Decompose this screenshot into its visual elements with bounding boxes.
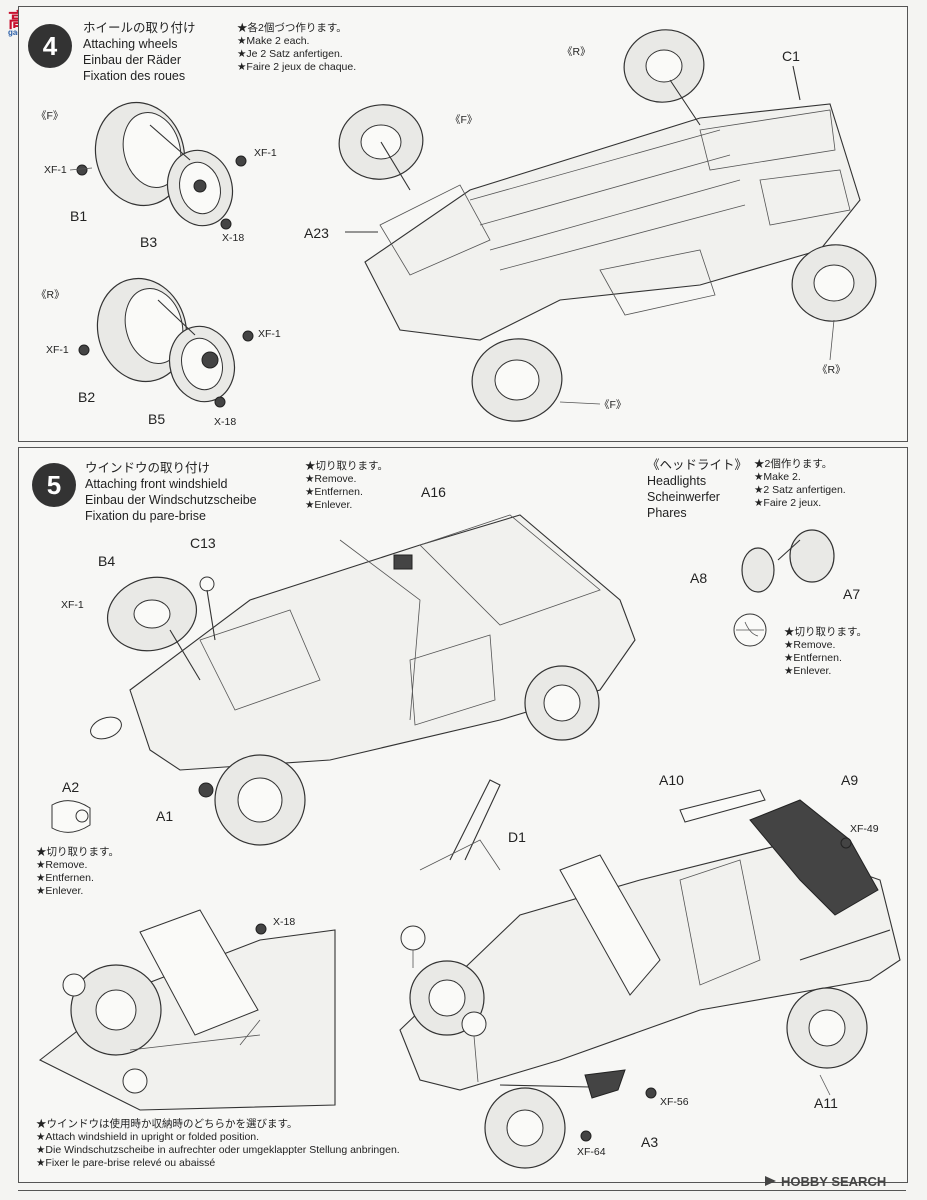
step-5-title-jp: ウインドウの取り付け xyxy=(85,461,211,475)
headlight-parts-drawing xyxy=(733,529,835,647)
step-4-note-en: ★Make 2 each. xyxy=(237,35,310,47)
step-4-title-en: Attaching wheels xyxy=(83,37,178,51)
chassis-drawing xyxy=(345,65,861,341)
headlights-note-en: ★Make 2. xyxy=(754,471,801,483)
remove-note-de: ★Entfernen. xyxy=(305,486,363,498)
a2-remove-note-de: ★Entfernen. xyxy=(36,872,94,884)
remove-note-en: ★Remove. xyxy=(305,473,357,485)
remove-note-jp: ★切り取ります。 xyxy=(305,460,388,472)
label-b4: B4 xyxy=(98,553,116,569)
label-a7: A7 xyxy=(843,586,861,602)
step-4-notes: ★各2個づつ作ります。 ★Make 2 each. ★Je 2 Satz anf… xyxy=(237,22,356,74)
hl-remove-note-jp: ★切り取ります。 xyxy=(784,626,867,638)
step-4-title-fr: Fixation des roues xyxy=(83,69,186,83)
play-triangle-icon xyxy=(765,1176,776,1186)
chassis-wheels xyxy=(338,29,877,422)
front-wheel-assembly xyxy=(69,101,247,230)
step-5-title: ウインドウの取り付け Attaching front windshield Ei… xyxy=(85,460,257,524)
headlights-title: 《ヘッドライト》 Headlights Scheinwerfer Phares xyxy=(647,457,747,521)
windshield-bottom-notes: ★ウインドウは使用時か収納時のどちらかを選びます。 ★Attach windsh… xyxy=(36,1118,400,1170)
label-xf1-rear-right: XF-1 xyxy=(258,328,281,340)
label-b2: B2 xyxy=(78,389,96,405)
bottom-divider xyxy=(18,1190,906,1191)
headlights-note-fr: ★Faire 2 jeux. xyxy=(754,497,822,509)
a2-remove-note-en: ★Remove. xyxy=(36,859,88,871)
hobby-search-watermark: HOBBY SEARCH xyxy=(764,1172,886,1190)
hl-remove-note-fr: ★Enlever. xyxy=(784,665,832,677)
label-a8: A8 xyxy=(690,570,708,586)
label-xf1-step5: XF-1 xyxy=(61,599,84,611)
label-xf1-front-left: XF-1 xyxy=(44,164,67,176)
label-xf1-front-right: XF-1 xyxy=(254,147,277,159)
vehicle-lower-left-drawing xyxy=(38,909,336,1111)
step-5-number: 5 xyxy=(32,463,76,507)
label-a10: A10 xyxy=(659,772,684,788)
step-5-title-fr: Fixation du pare-brise xyxy=(85,509,206,523)
label-c1: C1 xyxy=(782,48,800,64)
label-xf56: XF-56 xyxy=(660,1096,689,1108)
step-4-title-jp: ホイールの取り付け xyxy=(83,21,196,35)
label-a16: A16 xyxy=(421,484,446,500)
label-rear-tag-2: 《R》 xyxy=(562,46,591,58)
a2-remove-note-fr: ★Enlever. xyxy=(36,885,84,897)
label-a2: A2 xyxy=(62,779,80,795)
label-a9: A9 xyxy=(841,772,859,788)
step-4-note-fr: ★Faire 2 jeux de chaque. xyxy=(237,61,357,73)
label-b3: B3 xyxy=(140,234,158,250)
vehicle-lower-right-drawing xyxy=(399,779,901,1169)
label-a11: A11 xyxy=(814,1095,838,1111)
windshield-note-fr: ★Fixer le pare-brise relevé ou abaissé xyxy=(36,1157,216,1169)
a2-remove-notes: ★切り取ります。 ★Remove. ★Entfernen. ★Enlever. xyxy=(36,846,119,898)
label-rear-tag-1: 《R》 xyxy=(36,289,65,301)
label-a1: A1 xyxy=(156,808,174,824)
step-4-number: 4 xyxy=(28,24,72,68)
label-xf49: XF-49 xyxy=(850,823,879,835)
windshield-note-en: ★Attach windshield in upright or folded … xyxy=(36,1131,260,1143)
hl-remove-note-de: ★Entfernen. xyxy=(784,652,842,664)
headlights-note-jp: ★2個作ります。 xyxy=(754,458,833,470)
headlights-title-jp: 《ヘッドライト》 xyxy=(647,458,748,472)
remove-note-fr: ★Enlever. xyxy=(305,499,353,511)
label-x18-step5: X-18 xyxy=(273,916,296,928)
headlights-title-fr: Phares xyxy=(647,506,687,520)
a2-remove-note-jp: ★切り取ります。 xyxy=(36,846,119,858)
rear-wheel-assembly xyxy=(78,277,254,408)
step-5-remove-notes: ★切り取ります。 ★Remove. ★Entfernen. ★Enlever. xyxy=(305,460,388,512)
step-4-title: ホイールの取り付け Attaching wheels Einbau der Rä… xyxy=(83,20,196,84)
step-5-title-de: Einbau der Windschutzscheibe xyxy=(85,493,257,507)
label-a3: A3 xyxy=(641,1134,659,1150)
watermark-text: HOBBY SEARCH xyxy=(781,1173,887,1189)
label-x18-rear: X-18 xyxy=(214,416,237,428)
headlights-notes: ★2個作ります。 ★Make 2. ★2 Satz anfertigen. ★F… xyxy=(754,458,846,510)
hl-remove-note-en: ★Remove. xyxy=(784,639,836,651)
label-front-tag-2: 《F》 xyxy=(450,114,478,126)
label-xf1-rear-left: XF-1 xyxy=(46,344,69,356)
label-b1: B1 xyxy=(70,208,88,224)
windshield-note-jp: ★ウインドウは使用時か収納時のどちらかを選びます。 xyxy=(36,1118,298,1130)
label-xf64: XF-64 xyxy=(577,1146,606,1158)
label-front-tag-3: 《F》 xyxy=(599,399,627,411)
step-4-note-de: ★Je 2 Satz anfertigen. xyxy=(237,48,343,60)
label-x18-front: X-18 xyxy=(222,232,245,244)
windshield-note-de: ★Die Windschutzscheibe in aufrechter ode… xyxy=(36,1144,400,1156)
headlight-remove-notes: ★切り取ります。 ★Remove. ★Entfernen. ★Enlever. xyxy=(784,626,867,678)
label-rear-tag-3: 《R》 xyxy=(817,364,846,376)
step-4-note-jp: ★各2個づつ作ります。 xyxy=(237,22,347,34)
vehicle-upper-drawing xyxy=(90,514,636,846)
label-c13: C13 xyxy=(190,535,216,551)
step-4-title-de: Einbau der Räder xyxy=(83,53,181,67)
label-a23: A23 xyxy=(304,225,329,241)
headlights-title-en: Headlights xyxy=(647,474,707,488)
label-front-tag-1: 《F》 xyxy=(36,110,64,122)
a2-part-drawing xyxy=(51,800,91,833)
step-5-title-en: Attaching front windshield xyxy=(85,477,228,491)
label-b5: B5 xyxy=(148,411,166,427)
headlights-note-de: ★2 Satz anfertigen. xyxy=(754,484,846,496)
label-d1: D1 xyxy=(508,829,526,845)
headlights-title-de: Scheinwerfer xyxy=(647,490,720,504)
